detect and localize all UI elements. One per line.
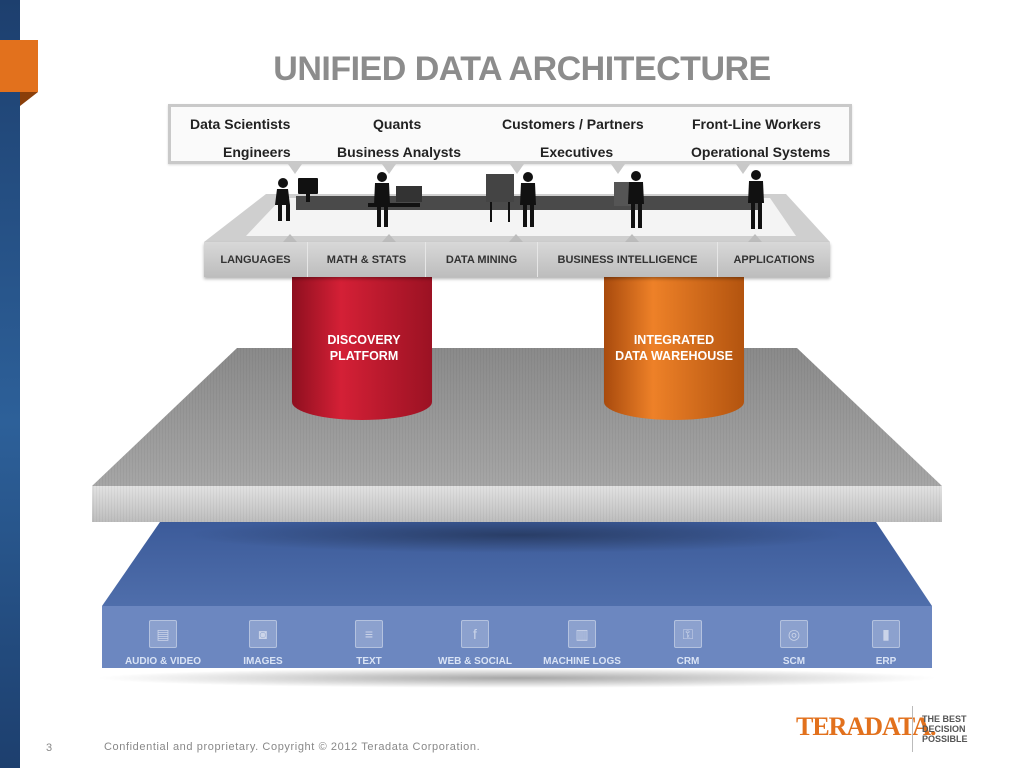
logo-divider xyxy=(912,706,913,752)
source-text: ≡ TEXT xyxy=(329,620,409,667)
page-title: UNIFIED DATA ARCHITECTURE xyxy=(273,50,771,88)
data-warehouse-label: INTEGRATED DATA WAREHOUSE xyxy=(604,332,744,364)
tool-applications: APPLICATIONS xyxy=(733,253,815,266)
image-icon: ◙ xyxy=(249,620,277,648)
tool-business-intelligence: BUSINESS INTELLIGENCE xyxy=(538,242,718,277)
data-warehouse-cylinder xyxy=(604,270,744,420)
document-icon: ≡ xyxy=(355,620,383,648)
source-erp: ▮ ERP xyxy=(846,620,926,667)
user-silhouettes xyxy=(275,170,764,229)
user-engineers: Engineers xyxy=(223,144,291,160)
teradata-logo: TERADATA. xyxy=(796,712,937,741)
source-label: MACHINE LOGS xyxy=(543,656,621,667)
source-machine-logs: ▥ MACHINE LOGS xyxy=(542,620,622,667)
tool-math-stats: MATH & STATS xyxy=(308,242,426,277)
source-label: WEB & SOCIAL xyxy=(438,656,512,667)
source-web-social: f WEB & SOCIAL xyxy=(435,620,515,667)
warehouse-label-line1: INTEGRATED xyxy=(633,333,715,347)
user-executives: Executives xyxy=(540,144,614,160)
analytics-tools-bar: LANGUAGES MATH & STATS DATA MINING BUSIN… xyxy=(204,242,830,277)
discovery-label-line1: DISCOVERY xyxy=(327,333,401,347)
source-label: AUDIO & VIDEO xyxy=(124,656,202,667)
source-crm: ⚿ CRM xyxy=(648,620,728,667)
user-data-scientists: Data Scientists xyxy=(190,116,291,132)
discovery-label-line2: PLATFORM xyxy=(329,349,399,363)
log-icon: ▥ xyxy=(568,620,596,648)
discovery-platform-cylinder xyxy=(292,270,432,420)
globe-icon: ◎ xyxy=(780,620,808,648)
source-label: TEXT xyxy=(356,656,382,667)
source-label: CRM xyxy=(676,656,700,667)
source-label: ERP xyxy=(875,656,897,667)
warehouse-label-line2: DATA WAREHOUSE xyxy=(615,349,733,363)
tagline-line2: DECISION xyxy=(922,724,966,734)
tagline-line1: THE BEST xyxy=(922,714,967,724)
source-audio-video: ▤ AUDIO & VIDEO xyxy=(123,620,203,667)
pointer-arrow xyxy=(288,164,302,174)
lock-icon: ⚿ xyxy=(674,620,702,648)
tagline-line3: POSSIBLE xyxy=(922,734,968,744)
source-scm: ◎ SCM xyxy=(754,620,834,667)
users-box xyxy=(168,104,852,164)
user-customers-partners: Customers / Partners xyxy=(502,116,644,132)
tool-languages: LANGUAGES xyxy=(204,242,308,277)
orange-tab xyxy=(0,40,38,106)
source-label: IMAGES xyxy=(243,656,283,667)
pointer-arrow xyxy=(382,164,396,174)
discovery-platform-label: DISCOVERY PLATFORM xyxy=(304,332,424,364)
user-quants: Quants xyxy=(373,116,422,132)
pointer-arrow xyxy=(611,164,625,174)
user-business-analysts: Business Analysts xyxy=(337,144,461,160)
source-label: SCM xyxy=(782,656,806,667)
film-icon: ▤ xyxy=(149,620,177,648)
pointer-arrow xyxy=(736,164,750,174)
pointer-arrow xyxy=(510,164,524,174)
bar-chart-icon: ▮ xyxy=(872,620,900,648)
user-front-line-workers: Front-Line Workers xyxy=(692,116,821,132)
tool-pointers xyxy=(283,234,762,242)
source-images: ◙ IMAGES xyxy=(223,620,303,667)
user-stage xyxy=(204,194,830,242)
tool-data-mining: DATA MINING xyxy=(426,242,538,277)
social-icon: f xyxy=(461,620,489,648)
user-operational-systems: Operational Systems xyxy=(691,144,831,160)
left-accent-bar xyxy=(0,0,20,768)
copyright-notice: Confidential and proprietary. Copyright … xyxy=(104,741,481,753)
tagline: THE BEST DECISION POSSIBLE xyxy=(922,714,968,744)
page-number: 3 xyxy=(46,742,53,754)
